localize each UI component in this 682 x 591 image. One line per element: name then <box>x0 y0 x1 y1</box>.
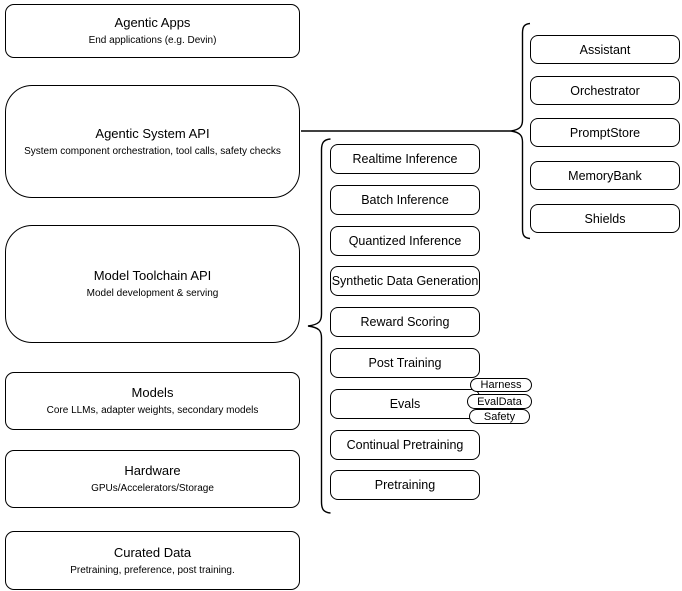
component-assistant: Assistant <box>530 35 680 64</box>
component-promptstore: PromptStore <box>530 118 680 147</box>
layer-models: Models Core LLMs, adapter weights, secon… <box>5 372 300 430</box>
layer-title: Agentic Apps <box>114 15 191 30</box>
eval-tag-label: EvalData <box>477 395 522 408</box>
system-components-brace <box>510 22 531 240</box>
layer-title: Agentic System API <box>95 125 210 141</box>
layer-subtitle: Model development & serving <box>86 288 219 299</box>
layer-model-toolchain-api: Model Toolchain API Model development & … <box>5 225 300 343</box>
eval-tag-evaldata: EvalData <box>467 394 532 409</box>
layer-subtitle: Pretraining, preference, post training. <box>70 564 235 576</box>
layer-title: Model Toolchain API <box>93 268 212 283</box>
component-label: Assistant <box>579 42 631 57</box>
layer-hardware: Hardware GPUs/Accelerators/Storage <box>5 450 300 508</box>
service-realtime-inference: Realtime Inference <box>330 144 480 174</box>
component-memorybank: MemoryBank <box>530 161 680 190</box>
service-reward-scoring: Reward Scoring <box>330 307 480 337</box>
service-label: Continual Pretraining <box>346 438 464 452</box>
eval-tag-harness: Harness <box>470 378 532 392</box>
service-batch-inference: Batch Inference <box>330 185 480 215</box>
service-continual-pretraining: Continual Pretraining <box>330 430 480 460</box>
component-label: MemoryBank <box>568 168 642 183</box>
layer-agentic-apps: Agentic Apps End applications (e.g. Devi… <box>5 4 300 58</box>
eval-tag-label: Harness <box>480 379 522 391</box>
layer-curated-data: Curated Data Pretraining, preference, po… <box>5 531 300 590</box>
component-shields: Shields <box>530 204 680 233</box>
service-label: Post Training <box>368 356 442 370</box>
service-label: Evals <box>389 397 421 411</box>
layer-title: Hardware <box>124 463 181 478</box>
layer-subtitle: Core LLMs, adapter weights, secondary mo… <box>46 405 259 416</box>
service-label: Quantized Inference <box>348 234 462 248</box>
service-label: Reward Scoring <box>360 315 450 329</box>
layer-title: Models <box>131 385 174 400</box>
eval-tag-safety: Safety <box>469 409 530 424</box>
service-quantized-inference: Quantized Inference <box>330 226 480 256</box>
layer-title: Curated Data <box>113 544 192 560</box>
eval-tag-label: Safety <box>483 410 516 423</box>
layer-subtitle: System component orchestration, tool cal… <box>24 145 281 157</box>
component-orchestrator: Orchestrator <box>530 76 680 105</box>
layer-subtitle: GPUs/Accelerators/Storage <box>91 483 214 494</box>
component-label: Orchestrator <box>570 83 640 98</box>
component-label: PromptStore <box>569 125 641 140</box>
component-label: Shields <box>584 211 626 226</box>
service-label: Batch Inference <box>361 193 449 207</box>
service-post-training: Post Training <box>330 348 480 378</box>
layer-agentic-system-api: Agentic System API System component orch… <box>5 85 300 198</box>
toolchain-services-brace <box>307 138 331 514</box>
layer-subtitle: End applications (e.g. Devin) <box>88 35 217 46</box>
service-label: Realtime Inference <box>352 152 458 166</box>
service-pretraining: Pretraining <box>330 470 480 500</box>
service-synthetic-data-generation: Synthetic Data Generation <box>330 266 480 296</box>
service-evals: Evals <box>330 389 480 419</box>
service-label: Pretraining <box>374 478 436 492</box>
service-label: Synthetic Data Generation <box>331 274 479 288</box>
